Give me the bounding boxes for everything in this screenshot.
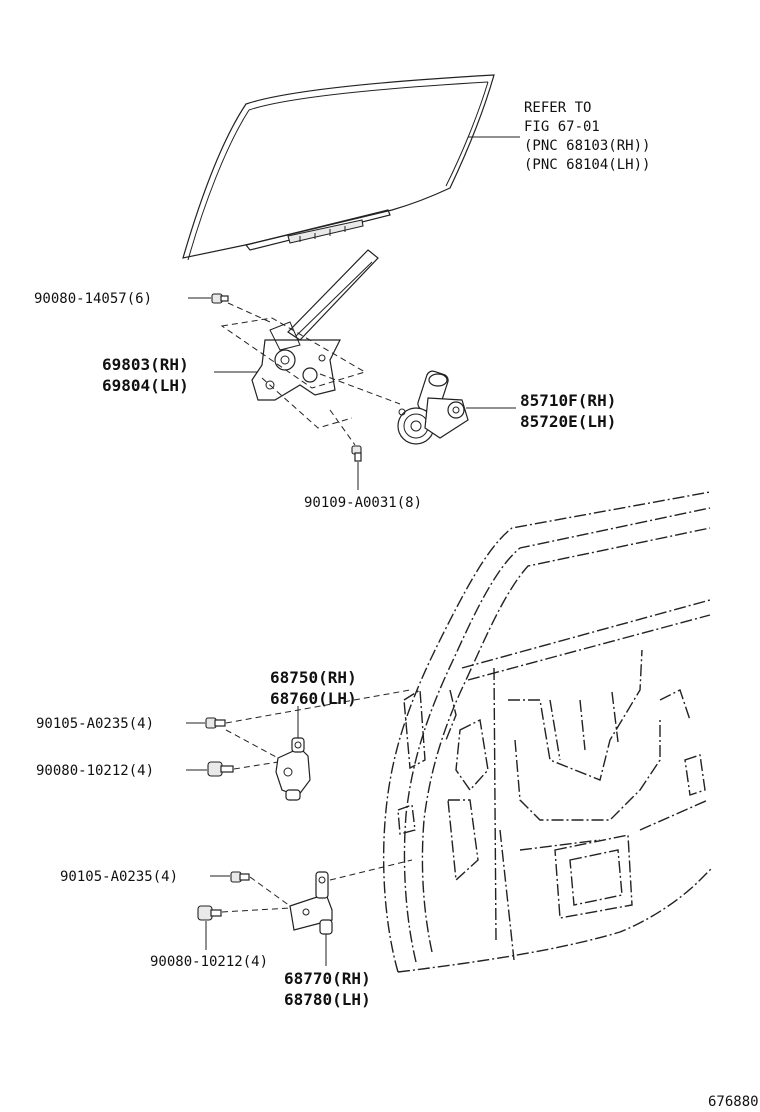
door-glass [182,74,495,261]
hinge-lower-bolt-b-icon [197,905,222,921]
label-bolt-hinge-lower-a: 90105-A0235(4) [60,869,178,885]
refer-note-line4: (PNC 68104(LH)) [524,157,650,173]
label-motor-lh: 85720E(LH) [520,412,616,431]
bolt-regulator-icon [351,445,362,462]
hinge-lower-bolt-a-icon [230,871,250,883]
hinge-lower-dash-3 [329,859,413,881]
refer-note-line1: REFER TO [524,100,591,116]
door-body [382,491,713,973]
hinge-upper-dash-2 [233,761,279,770]
hinge-upper-dash-1 [225,689,411,724]
refer-note-line3: (PNC 68103(RH)) [524,138,650,154]
refer-note-line2: FIG 67-01 [524,119,600,135]
hinge-upper-bolt-b-icon [207,761,234,777]
label-bolt-hinge-upper-a: 90105-A0235(4) [36,716,154,732]
label-bolt-regulator: 90109-A0031(8) [304,495,422,511]
label-hinge-lower-rh: 68770(RH) [284,969,371,988]
hinge-lower-dash-1 [249,876,291,907]
hinge-lower-dash-2 [221,907,291,913]
label-bolt-hinge-upper-b: 90080-10212(4) [36,763,154,779]
bolt-upper-icon [211,293,229,304]
figure-id: 676880 [708,1094,759,1110]
regulator-motor [397,370,469,445]
label-hinge-upper-rh: 68750(RH) [270,668,357,687]
label-regulator-lh: 69804(LH) [102,376,189,395]
label-regulator-rh: 69803(RH) [102,355,189,374]
regulator-mount-lines [220,302,401,446]
hinge-upper-bolt-a-icon [205,717,226,729]
label-motor-rh: 85710F(RH) [520,391,616,410]
window-regulator [251,249,379,401]
lower-hinge [289,871,333,935]
label-hinge-lower-lh: 68780(LH) [284,990,371,1009]
upper-hinge [275,737,311,801]
label-hinge-upper-lh: 68760(LH) [270,689,357,708]
label-bolt-upper: 90080-14057(6) [34,291,152,307]
hinge-upper-dash-3 [225,729,279,759]
label-bolt-hinge-lower-b: 90080-10212(4) [150,954,268,970]
